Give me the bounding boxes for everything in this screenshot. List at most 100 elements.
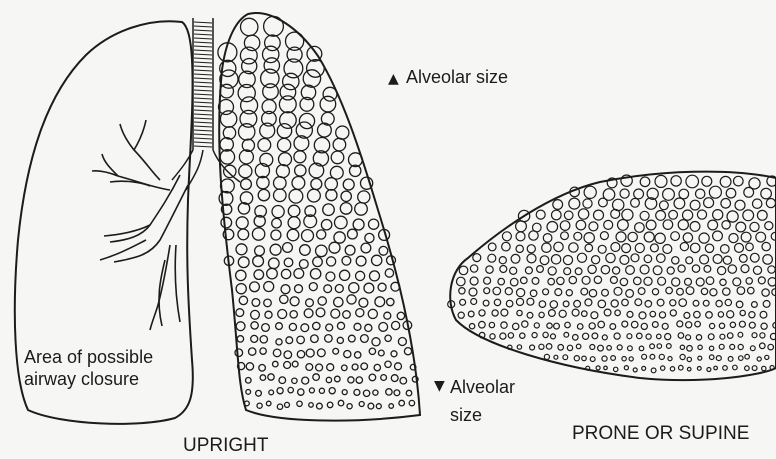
alveolus: [730, 344, 735, 349]
alveolus: [639, 346, 644, 351]
alveolus: [348, 377, 354, 383]
alveolus: [283, 243, 293, 253]
alveolus: [590, 357, 595, 362]
alveolus: [716, 300, 722, 306]
alveolus: [307, 46, 322, 61]
alveolus: [746, 243, 754, 251]
alveolus: [693, 300, 699, 306]
alveolus: [326, 377, 331, 382]
alveolus: [517, 345, 521, 349]
alveolus: [730, 322, 735, 327]
alveolus: [256, 390, 262, 396]
alveolus: [317, 403, 323, 409]
alveolus: [692, 265, 699, 272]
alveolus: [708, 220, 718, 230]
alveolus: [611, 243, 620, 252]
alveolus: [610, 324, 616, 330]
alveolus: [661, 366, 665, 370]
alveolus: [762, 242, 770, 250]
alveolus: [356, 256, 366, 266]
trachea-ring: [194, 134, 212, 135]
alveolus: [321, 220, 331, 230]
alveolus: [663, 220, 673, 230]
alveolus: [313, 374, 320, 381]
alveolus: [329, 242, 340, 253]
alveolus: [299, 260, 308, 269]
alveolus: [662, 323, 668, 329]
alveolus: [572, 309, 579, 316]
alveolus: [752, 333, 757, 338]
alveolus: [239, 296, 247, 304]
alveolus: [705, 244, 713, 252]
alveolus: [667, 267, 674, 274]
alveolus: [719, 323, 724, 328]
alveolus: [598, 321, 605, 328]
alveolus: [738, 332, 743, 337]
alveolus: [333, 348, 339, 354]
trachea-ring: [194, 110, 212, 111]
trachea-ring: [194, 86, 212, 87]
alveolus: [671, 176, 681, 186]
alveolus: [719, 344, 724, 349]
alveolus: [409, 400, 414, 405]
alveolus: [582, 311, 588, 317]
alveolus: [622, 209, 633, 220]
alveolus: [592, 333, 598, 339]
alveolus: [736, 222, 746, 232]
alveolus: [680, 354, 685, 359]
alveolus: [710, 323, 715, 328]
alveolus: [372, 338, 380, 346]
alveolus: [665, 334, 671, 340]
alveolus: [651, 368, 656, 373]
alveolus: [311, 179, 322, 190]
alveolus: [650, 244, 658, 252]
alveolus: [263, 84, 279, 100]
alveolus: [659, 312, 665, 318]
alveolus: [539, 301, 546, 308]
alveolus: [563, 301, 569, 307]
alveolus: [691, 243, 700, 252]
alveolus: [264, 299, 272, 307]
alveolus: [726, 188, 736, 198]
alveolus: [544, 354, 549, 359]
trachea-ring: [194, 130, 212, 131]
alveolus: [657, 344, 662, 349]
alveolus: [567, 345, 572, 350]
alveolus: [626, 290, 634, 298]
alveolus: [316, 245, 328, 257]
alveolus: [221, 217, 232, 228]
trachea-ring: [194, 118, 212, 119]
alveolus: [259, 365, 266, 372]
alveolus: [292, 378, 297, 383]
alveolus: [610, 277, 617, 284]
alveolus: [735, 200, 745, 210]
alveolus: [599, 198, 608, 207]
alveolus: [727, 311, 734, 318]
alveolus: [343, 311, 351, 319]
alveolus: [563, 355, 568, 360]
alveolus: [622, 299, 629, 306]
alveolus: [279, 153, 292, 166]
alveolus: [274, 177, 287, 190]
alveolus: [355, 352, 361, 358]
alveolus: [340, 203, 352, 215]
alveolus: [680, 243, 688, 251]
alveolus: [645, 301, 652, 308]
alveolus: [548, 278, 555, 285]
alveolus: [280, 295, 288, 303]
alveolus: [500, 266, 507, 273]
alveolus: [258, 139, 271, 152]
alveolus: [554, 323, 560, 329]
alveolus: [299, 113, 314, 128]
alveolus: [534, 323, 539, 328]
trachea-ring: [194, 70, 212, 71]
alveolus: [251, 335, 258, 342]
alveolus: [342, 365, 348, 371]
alveolus: [678, 220, 688, 230]
alveolus: [569, 276, 576, 283]
alveolus: [574, 300, 581, 307]
alveolus: [611, 209, 620, 218]
alveolus: [284, 258, 293, 267]
alveolus: [622, 244, 631, 253]
